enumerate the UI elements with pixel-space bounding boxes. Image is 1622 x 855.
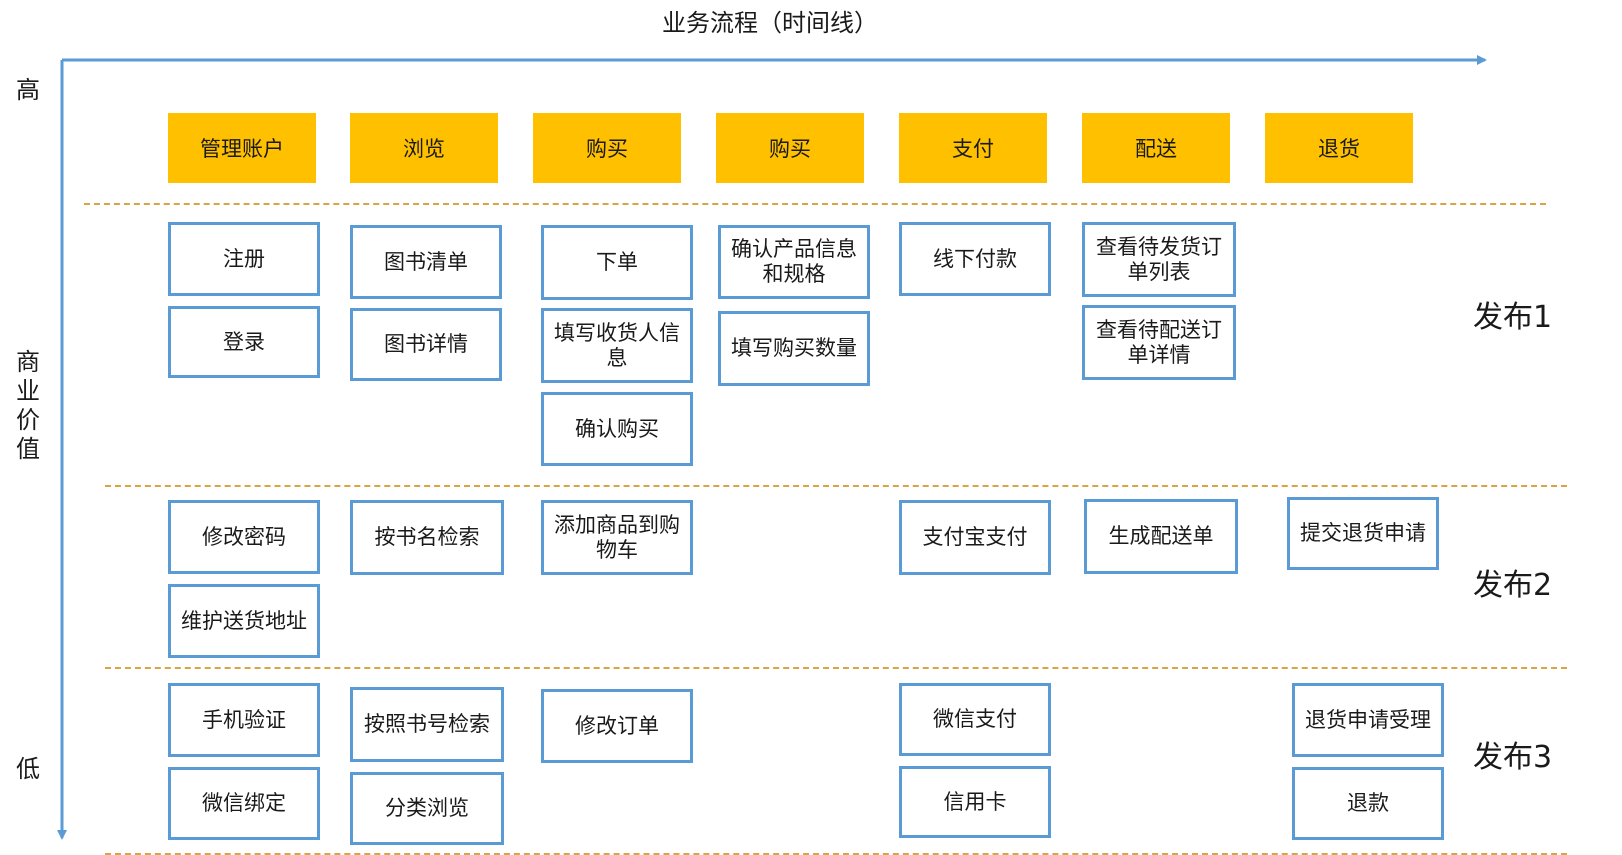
release-divider <box>105 667 1567 669</box>
story-card: 按照书号检索 <box>350 687 504 762</box>
stage-header: 配送 <box>1082 113 1230 183</box>
release-label: 发布1 <box>1473 300 1553 335</box>
stage-header: 浏览 <box>350 113 498 183</box>
story-card: 确认购买 <box>541 392 693 466</box>
stage-header: 管理账户 <box>168 113 316 183</box>
release-divider <box>105 485 1567 487</box>
story-card: 微信支付 <box>899 683 1051 756</box>
y-axis-label-char: 商 <box>16 348 40 376</box>
y-axis-label-char: 值 <box>16 435 40 463</box>
y-axis-label-char: 业 <box>16 377 40 405</box>
story-card: 按书名检索 <box>350 500 504 575</box>
y-axis-low-label: 低 <box>16 755 40 783</box>
story-card: 添加商品到购物车 <box>541 500 693 575</box>
y-axis-label-char: 价 <box>16 406 40 434</box>
story-card: 查看待发货订单列表 <box>1082 222 1236 297</box>
release-label: 发布2 <box>1473 568 1553 603</box>
story-card: 手机验证 <box>168 683 320 757</box>
y-axis-label: 商 业 价 值 <box>8 348 48 464</box>
story-card: 确认产品信息和规格 <box>718 225 870 299</box>
story-card: 填写收货人信息 <box>541 308 693 383</box>
story-card: 下单 <box>541 225 693 300</box>
story-card: 图书详情 <box>350 308 502 381</box>
story-card: 线下付款 <box>899 222 1051 296</box>
story-card: 图书清单 <box>350 225 502 299</box>
story-card: 修改密码 <box>168 500 320 574</box>
story-card: 信用卡 <box>899 766 1051 838</box>
story-card: 退款 <box>1292 767 1444 840</box>
story-card: 维护送货地址 <box>168 584 320 658</box>
release-label: 发布3 <box>1473 740 1553 775</box>
y-axis-high-label: 高 <box>16 76 40 104</box>
story-card: 生成配送单 <box>1084 499 1238 574</box>
x-axis-title: 业务流程（时间线） <box>662 9 878 37</box>
story-card: 提交退货申请 <box>1287 497 1439 570</box>
story-card: 支付宝支付 <box>899 500 1051 575</box>
stage-header: 退货 <box>1265 113 1413 183</box>
stage-header: 购买 <box>533 113 681 183</box>
story-card: 注册 <box>168 222 320 296</box>
story-card: 登录 <box>168 306 320 378</box>
story-card: 填写购买数量 <box>718 311 870 386</box>
story-card: 退货申请受理 <box>1292 683 1444 757</box>
story-card: 分类浏览 <box>350 772 504 845</box>
story-card: 查看待配送订单详情 <box>1082 305 1236 380</box>
story-card: 微信绑定 <box>168 767 320 840</box>
stage-header: 支付 <box>899 113 1047 183</box>
stage-header: 购买 <box>716 113 864 183</box>
release-divider <box>84 203 1546 205</box>
story-card: 修改订单 <box>541 689 693 763</box>
